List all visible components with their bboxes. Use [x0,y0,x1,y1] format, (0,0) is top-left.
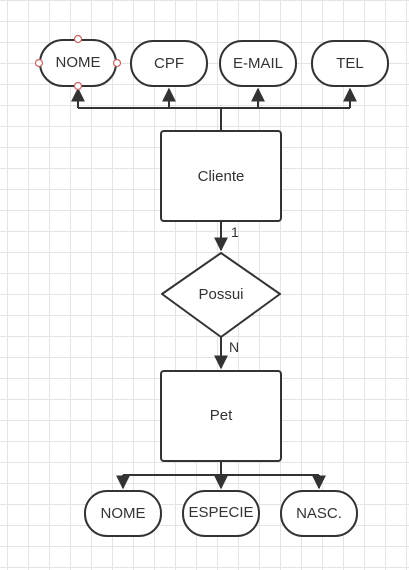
cliente-attribute-nome[interactable]: NOME [39,39,117,87]
attribute-label: NASC. [296,505,342,522]
pet-attribute-nome[interactable]: NOME [84,490,162,537]
selection-handle-right[interactable] [112,58,122,68]
pet-attribute-nasc[interactable]: NASC. [280,490,358,537]
cliente-attribute-cpf[interactable]: CPF [130,40,208,87]
cliente-attribute-tel[interactable]: TEL [311,40,389,87]
attribute-label: CPF [154,55,184,72]
cardinality-label-bottom: N [229,339,239,355]
selection-handle-top[interactable] [73,34,83,44]
entity-label: Cliente [198,168,245,185]
relationship-possui[interactable]: Possui [161,252,281,338]
entity-cliente[interactable]: Cliente [160,130,282,222]
cliente-attribute-connectors [71,87,357,130]
attribute-label: TEL [336,55,364,72]
selection-handle-bottom[interactable] [73,81,83,91]
entity-label: Pet [210,407,233,424]
cardinality-label-top: 1 [231,224,239,240]
attribute-label: NOME [101,505,146,522]
entity-pet[interactable]: Pet [160,370,282,462]
attribute-label: NOME [56,54,101,71]
pet-attribute-connectors [116,461,326,490]
selection-handles[interactable] [34,34,122,91]
cliente-attribute-email[interactable]: E-MAIL [219,40,297,87]
attribute-label: E-MAIL [233,55,283,72]
relationship-label: Possui [198,286,243,303]
selection-handle-left[interactable] [34,58,44,68]
pet-attribute-especie[interactable]: ESPECIE [182,490,260,537]
attribute-label: ESPECIE [188,504,253,521]
